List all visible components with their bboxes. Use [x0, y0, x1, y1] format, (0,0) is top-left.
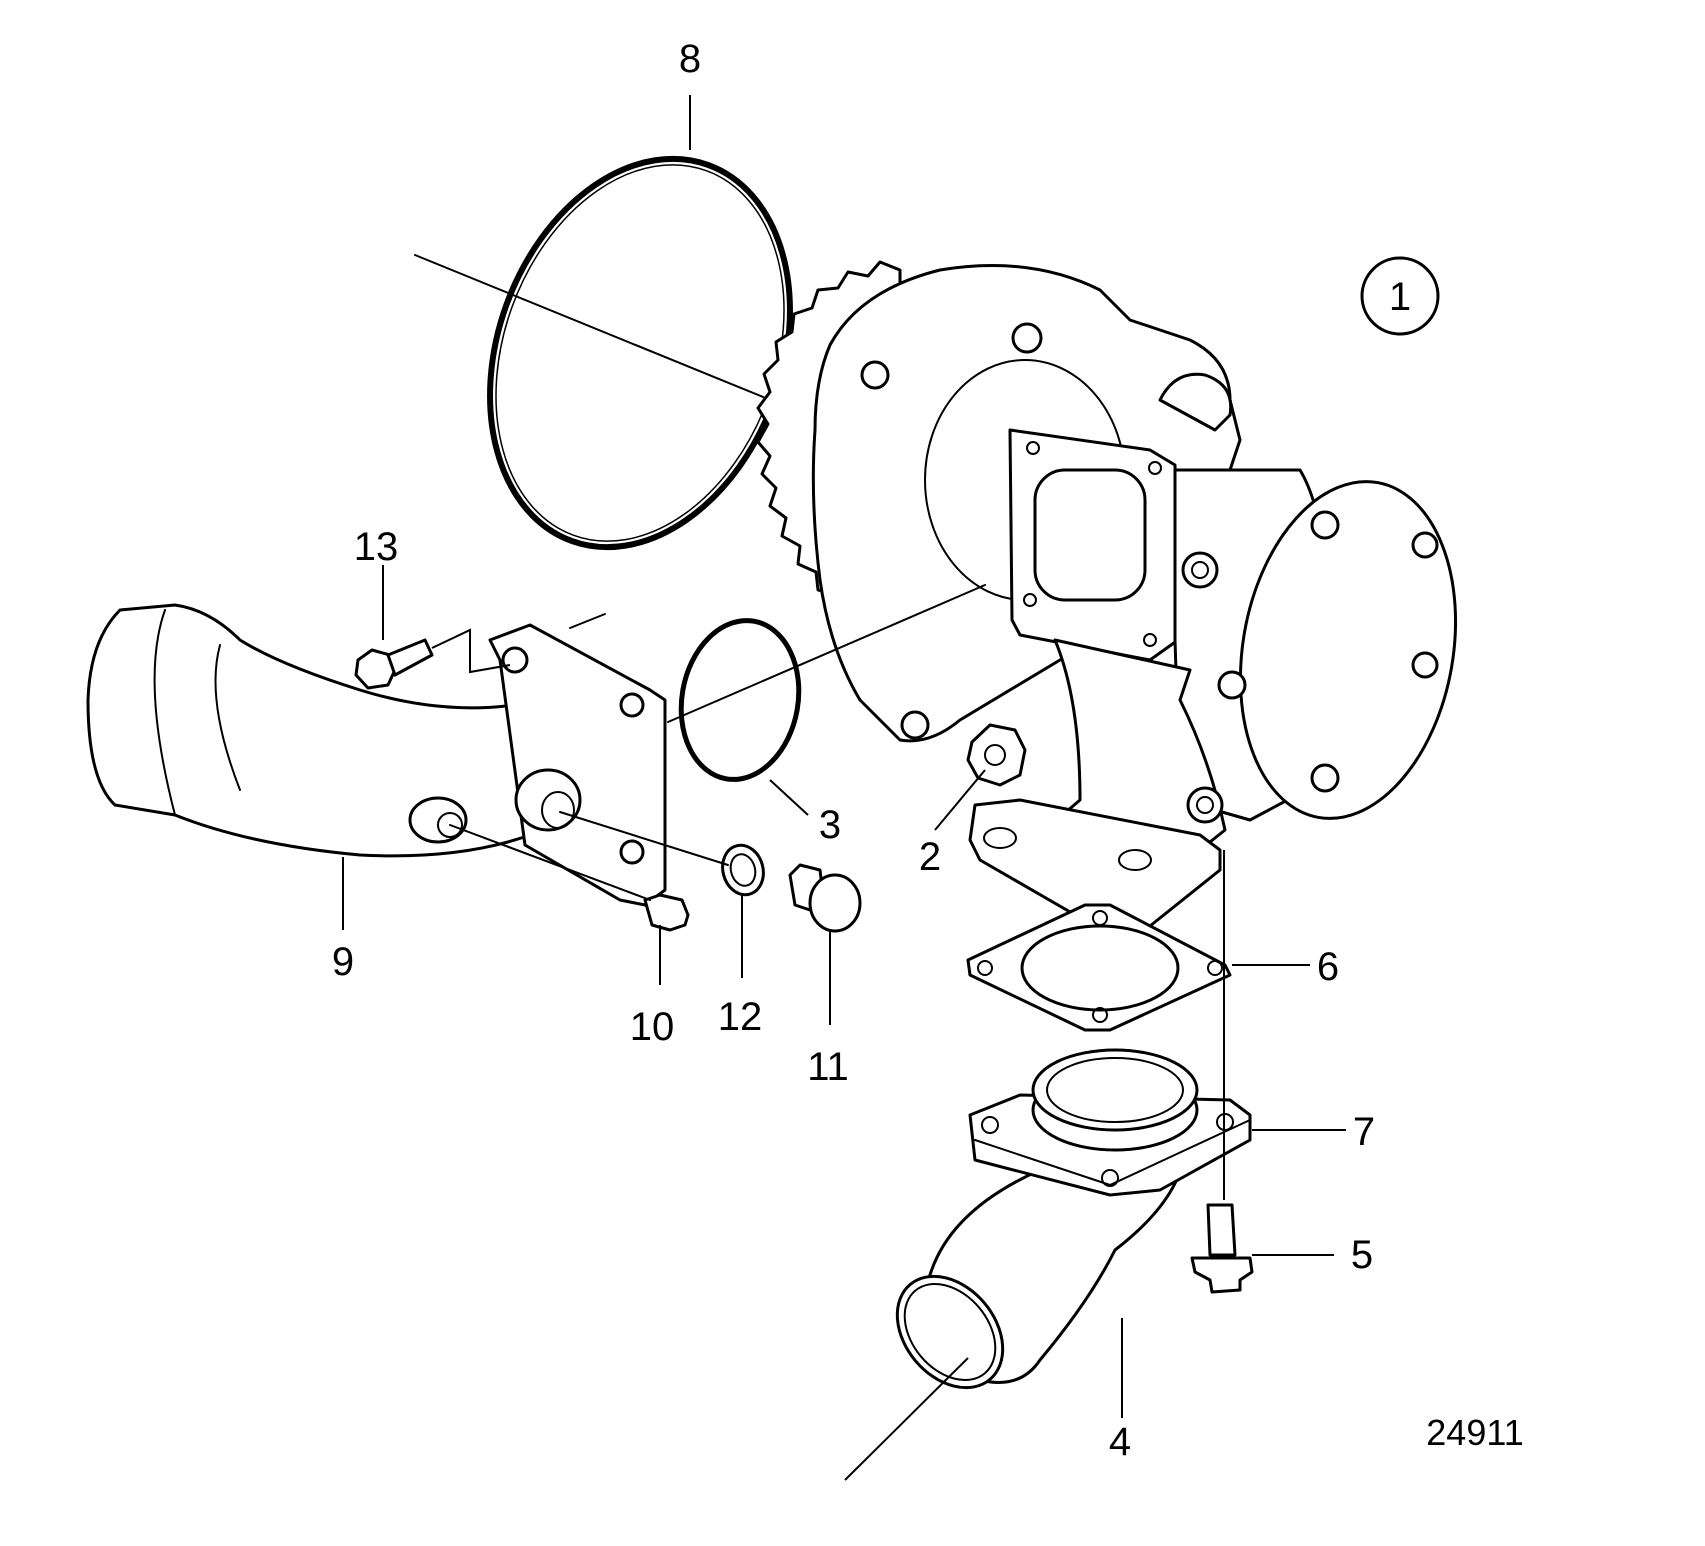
cover-screw: [1310, 763, 1340, 793]
drawing-number: 24911: [1426, 1412, 1523, 1453]
housing-hole: [900, 710, 930, 740]
housing-lug: [1158, 372, 1233, 432]
bolt-13: [354, 638, 434, 690]
threaded-port: [514, 768, 582, 832]
outlet-flange-7: [968, 1048, 1252, 1197]
flange-bolt-hole: [983, 827, 1017, 849]
cover-screw: [1411, 651, 1439, 679]
flange-bolt-hole: [501, 646, 529, 674]
callout-leaders: [342, 95, 1346, 1481]
callout-12: 12: [718, 995, 763, 1039]
callout-8: 8: [679, 37, 701, 81]
callout-9: 9: [332, 940, 354, 984]
flange-bore: [1033, 468, 1147, 602]
plug-10-guide: [449, 824, 651, 901]
sealing-washer-12: [721, 843, 765, 897]
plug-11: [788, 863, 862, 933]
inlet-elbow-pipe: [86, 603, 667, 907]
assembly-badge-number: 1: [1389, 275, 1411, 319]
assembly-badge: 1: [1360, 256, 1440, 336]
callout-3: 3: [819, 803, 841, 847]
flange-bolt-hole: [619, 839, 645, 865]
axis-line-upper: [414, 254, 796, 411]
pump-outlet-flange: [968, 798, 1222, 937]
plug-11-guide: [559, 811, 729, 866]
o-ring-small: [678, 618, 802, 782]
housing-hole: [1011, 322, 1043, 354]
hex-nut: [966, 723, 1027, 787]
flange-bolt-hole: [1026, 441, 1040, 455]
bolt-5: [1190, 1203, 1254, 1294]
callout-13: 13: [354, 525, 399, 569]
pump-body: [756, 260, 1458, 937]
cover-screw: [1310, 510, 1340, 540]
axis-line-lower: [667, 584, 986, 723]
pump-boss: [1186, 786, 1224, 824]
threaded-port-hole: [437, 812, 463, 838]
callout-5: 5: [1351, 1233, 1373, 1277]
bolt-13-leader: [431, 628, 511, 674]
callout-6: 6: [1317, 945, 1339, 989]
cover-screw: [1217, 670, 1247, 700]
outlet-elbow-4: [895, 1148, 1187, 1390]
callout-2: 2: [919, 835, 941, 879]
gasket-6: [966, 903, 1232, 1032]
flange-bolt-hole: [619, 692, 645, 718]
threaded-port-hole: [541, 791, 575, 829]
pump-boss-hole: [1191, 561, 1209, 579]
cover-screw: [1411, 531, 1439, 559]
flange-bolt-hole: [1148, 461, 1162, 475]
housing-hole: [860, 360, 890, 390]
pump-boss: [1181, 551, 1219, 589]
callout-10: 10: [630, 1005, 675, 1049]
flange-bolt-hole: [1023, 593, 1037, 607]
elbow-leader: [569, 613, 606, 629]
plug-10: [643, 893, 690, 932]
callout-11: 11: [807, 1045, 849, 1089]
flange-spigot-top: [1031, 1048, 1199, 1132]
callout-7: 7: [1353, 1110, 1375, 1154]
pump-end-cover: [1238, 480, 1458, 820]
flange-bolt-hole: [1118, 849, 1152, 871]
flange-bolt-hole: [1143, 633, 1157, 647]
pump-boss-hole: [1196, 796, 1214, 814]
callout-4: 4: [1109, 1420, 1131, 1464]
